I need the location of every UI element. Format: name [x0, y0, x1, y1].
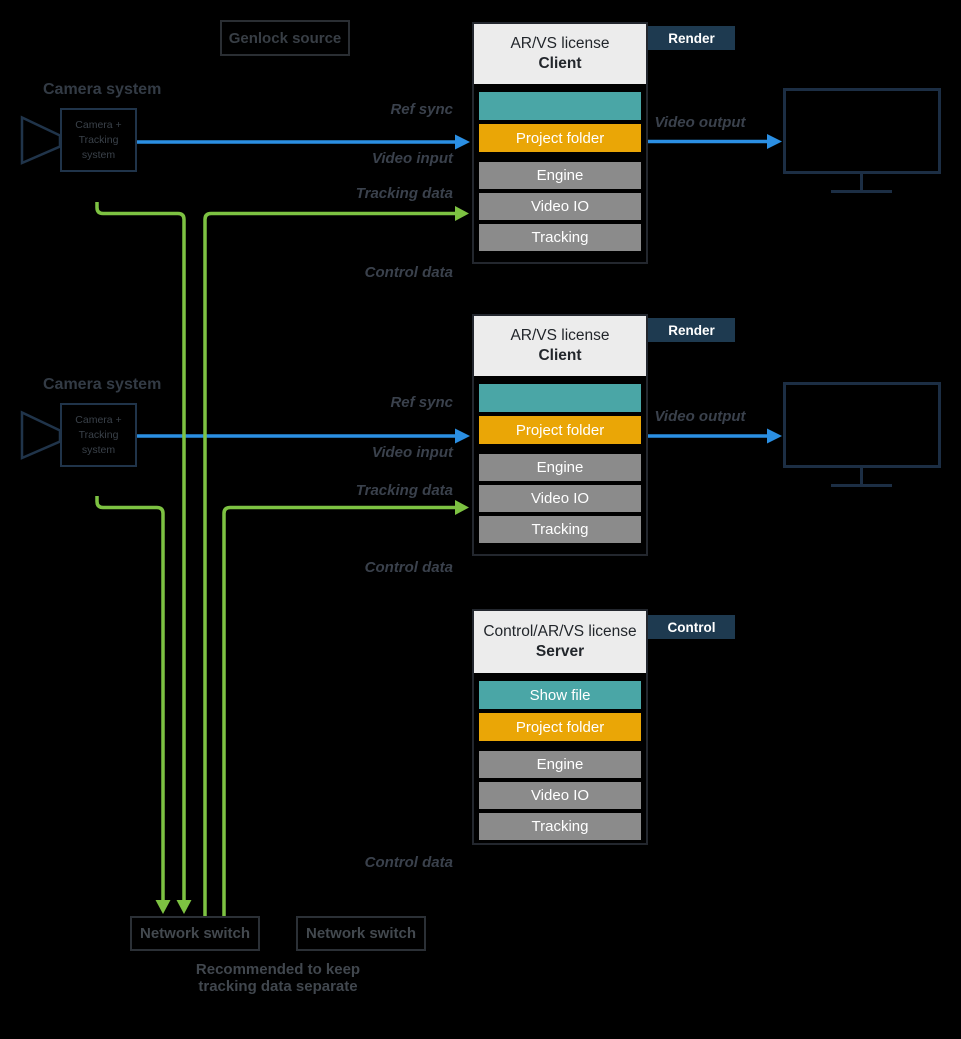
unit-body: Project folder Engine Video IO Tracking: [474, 376, 646, 543]
video-input-label: Video input: [371, 444, 453, 461]
tracking-note-line1: Recommended to keep: [195, 961, 361, 978]
client-unit-2: AR/VS license Client Project folder Engi…: [472, 314, 648, 556]
control-data-label: Control data: [364, 559, 453, 576]
unit-body: Show file Project folder Engine Video IO…: [474, 673, 646, 840]
tracking-data-label: Tracking data: [355, 185, 453, 202]
network-switch-box-1: Network switch: [130, 916, 260, 951]
camera-lens-icon: [20, 410, 62, 460]
unit-header: AR/VS license Client: [474, 316, 646, 376]
monitor-icon: [783, 382, 941, 468]
unit-header: AR/VS license Client: [474, 24, 646, 84]
camera-system-title: Camera system: [43, 81, 162, 98]
tracking-bar: Tracking: [479, 224, 641, 251]
show-file-bar: [479, 92, 641, 120]
network-switch-label: Network switch: [305, 925, 417, 942]
unit-header: Control/AR/VS license Server: [474, 611, 646, 673]
unit-license-label: Control/AR/VS license: [483, 623, 637, 640]
unit-body: Project folder Engine Video IO Tracking: [474, 84, 646, 251]
tracking-note-line2: tracking data separate: [198, 978, 358, 995]
project-folder-bar: Project folder: [479, 713, 641, 741]
unit-license-label: AR/VS license: [510, 327, 610, 344]
camera-box-line: Tracking: [78, 133, 119, 146]
unit-role-label: Server: [535, 643, 585, 660]
monitor-base: [831, 190, 892, 193]
video-output-label: Video output: [654, 114, 746, 131]
client-unit-1: AR/VS license Client Project folder Engi…: [472, 22, 648, 264]
tracking-bar: Tracking: [479, 813, 641, 840]
render-tag: Render: [648, 318, 735, 342]
project-folder-bar: Project folder: [479, 416, 641, 444]
project-folder-bar: Project folder: [479, 124, 641, 152]
genlock-source-box: Genlock source: [220, 20, 350, 56]
video-output-line-1: [648, 134, 782, 149]
tracking-line-camera2-to-switch: [95, 496, 171, 914]
tracking-line-camera1-to-switch: [95, 202, 192, 914]
camera-system-title: Camera system: [43, 376, 162, 393]
camera-tracking-box: Camera + Tracking system: [60, 108, 137, 172]
monitor-stand: [860, 468, 863, 486]
tracking-data-label: Tracking data: [355, 482, 453, 499]
camera-box-line: Tracking: [78, 428, 119, 441]
engine-bar: Engine: [479, 454, 641, 481]
network-switch-box-2: Network switch: [296, 916, 426, 951]
camera-box-line: system: [81, 443, 116, 456]
camera-lens-icon: [20, 115, 62, 165]
tracking-bar: Tracking: [479, 516, 641, 543]
control-data-label: Control data: [364, 264, 453, 281]
video-input-line-2: [137, 428, 470, 444]
monitor-stand: [860, 174, 863, 192]
network-switch-label: Network switch: [139, 925, 251, 942]
video-input-label: Video input: [371, 150, 453, 167]
monitor-base: [831, 484, 892, 487]
camera-box-line: system: [81, 148, 116, 161]
control-tag: Control: [648, 615, 735, 639]
tracking-note: Recommended to keep tracking data separa…: [178, 961, 378, 995]
video-io-bar: Video IO: [479, 193, 641, 220]
unit-role-label: Client: [538, 55, 582, 72]
engine-bar: Engine: [479, 751, 641, 778]
video-input-line-1: [137, 134, 470, 150]
camera-box-line: Camera +: [75, 118, 122, 131]
monitor-icon: [783, 88, 941, 174]
camera-tracking-box: Camera + Tracking system: [60, 403, 137, 467]
control-data-label: Control data: [364, 854, 453, 871]
camera-box-line: Camera +: [75, 413, 122, 426]
video-output-line-2: [648, 428, 782, 444]
video-io-bar: Video IO: [479, 485, 641, 512]
ref-sync-label: Ref sync: [390, 394, 453, 411]
genlock-source-label: Genlock source: [228, 29, 342, 47]
engine-bar: Engine: [479, 162, 641, 189]
show-file-bar: [479, 384, 641, 412]
server-unit: Control/AR/VS license Server Show file P…: [472, 609, 648, 845]
ref-sync-label: Ref sync: [390, 101, 453, 118]
unit-license-label: AR/VS license: [510, 35, 610, 52]
show-file-bar: Show file: [479, 681, 641, 709]
render-tag: Render: [648, 26, 735, 50]
video-io-bar: Video IO: [479, 782, 641, 809]
video-output-label: Video output: [654, 408, 746, 425]
unit-role-label: Client: [538, 347, 582, 364]
